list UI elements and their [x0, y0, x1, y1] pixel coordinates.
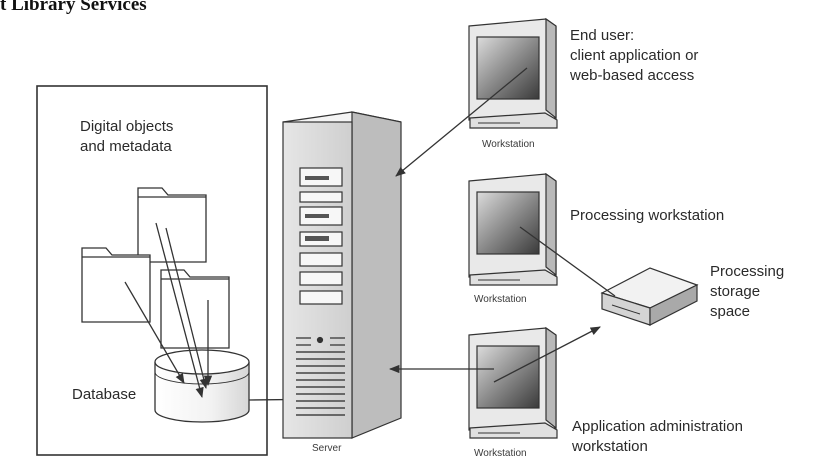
admin-to-storage-arrow	[493, 326, 601, 383]
end-user-label: End user: client application or web-base…	[570, 27, 699, 84]
storage-device-icon	[600, 267, 699, 326]
processing-workstation-caption: Workstation	[474, 294, 527, 305]
server-label: Server	[312, 443, 342, 454]
folder-to-database-arrow	[124, 281, 185, 384]
database-icon	[154, 349, 250, 423]
folder-to-database-arrow	[155, 222, 204, 399]
folder-icon	[81, 247, 151, 323]
database-label: Database	[72, 386, 137, 403]
processing-to-storage-link	[519, 226, 616, 297]
digital-objects-label: Digital objects and metadata	[80, 118, 174, 155]
admin-workstation-caption: Workstation	[474, 448, 527, 459]
workstation-icon	[468, 326, 558, 439]
workstation-icon	[468, 17, 558, 129]
page-header-title: t Library Services	[0, 0, 147, 15]
end-user-workstation-label: Workstation	[482, 139, 535, 150]
workstation-icon	[468, 172, 558, 286]
admin-workstation-label: Application administration workstation	[572, 418, 743, 455]
folder-to-database-arrow	[165, 227, 208, 390]
processing-storage-label: Processing storage space	[710, 263, 785, 320]
end-user-to-server-arrow	[395, 67, 528, 177]
repository-box	[36, 85, 268, 456]
folder-icon	[160, 269, 230, 349]
server-icon	[282, 111, 402, 439]
processing-workstation-label: Processing workstation	[570, 207, 725, 224]
